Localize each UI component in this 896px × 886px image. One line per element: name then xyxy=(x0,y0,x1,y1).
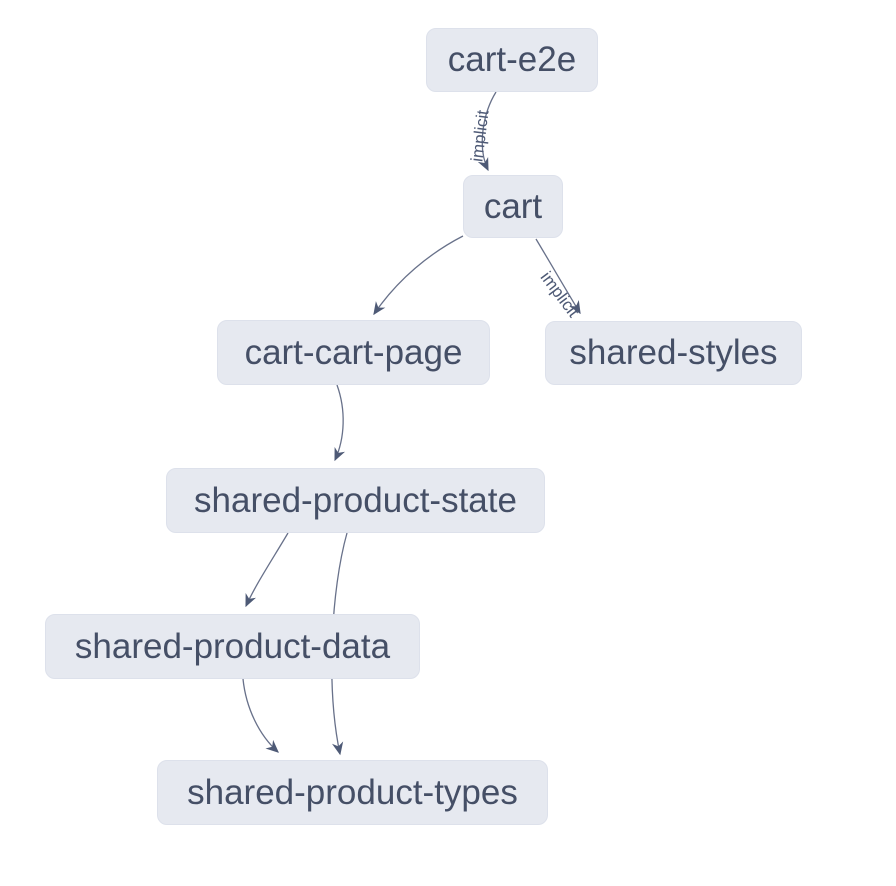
edge-cart-e2e-to-cart xyxy=(477,91,497,172)
node-label: shared-product-state xyxy=(194,480,517,520)
edge-shared-product-data-to-shared-product-types xyxy=(242,678,279,753)
node-shared-product-state[interactable]: shared-product-state xyxy=(166,468,545,533)
node-label: cart-e2e xyxy=(447,40,577,79)
node-label: cart xyxy=(483,186,543,226)
node-cart-cart-page[interactable]: cart-cart-page xyxy=(217,320,490,385)
node-label: shared-product-data xyxy=(74,626,391,666)
edge-cart-to-shared-styles xyxy=(535,238,581,315)
node-shared-product-data[interactable]: shared-product-data xyxy=(45,614,420,679)
edge-shared-product-state-to-shared-product-data xyxy=(245,532,289,608)
edge-label-implicit-shared-styles: implicit xyxy=(537,268,584,321)
node-shared-styles[interactable]: shared-styles xyxy=(545,321,802,385)
node-label: shared-styles xyxy=(569,333,778,372)
edge-label-implicit-cart-e2e: implicit xyxy=(467,109,492,163)
node-cart-e2e[interactable]: cart-e2e xyxy=(426,28,598,92)
node-label: shared-product-types xyxy=(187,772,518,812)
node-label: cart-cart-page xyxy=(244,332,463,372)
edge-cart-cart-page-to-shared-product-state xyxy=(334,384,346,462)
node-cart[interactable]: cart xyxy=(463,175,563,238)
edge-cart-to-cart-cart-page xyxy=(373,235,464,316)
node-shared-product-types[interactable]: shared-product-types xyxy=(157,760,548,825)
